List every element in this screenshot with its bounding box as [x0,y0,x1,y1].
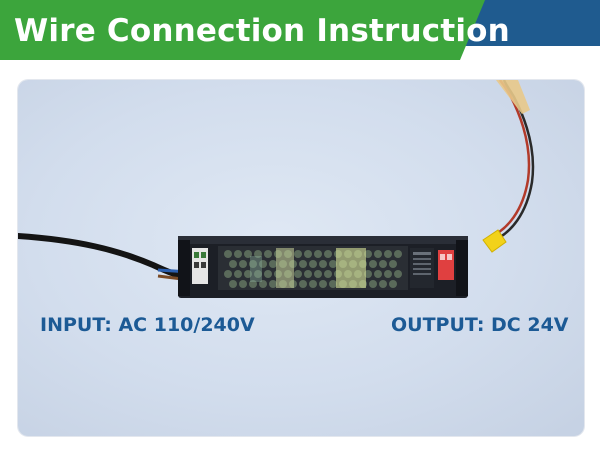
driver-left-cap [178,240,190,296]
product-photo: INPUT: AC 110/240V OUTPUT: DC 24V [18,80,584,436]
input-spec-label: INPUT: AC 110/240V [40,314,255,336]
wire-connector [482,229,507,253]
driver-right-cap [456,240,468,296]
power-supply-illustration [18,80,535,298]
header-title-tab [0,0,485,60]
output-spec-label: OUTPUT: DC 24V [391,314,569,336]
led-strip [496,80,530,114]
vent-holes [218,246,408,290]
driver-top-edge [178,236,468,244]
page-title: Wire Connection Instruction [14,13,510,49]
input-cable [18,233,191,281]
